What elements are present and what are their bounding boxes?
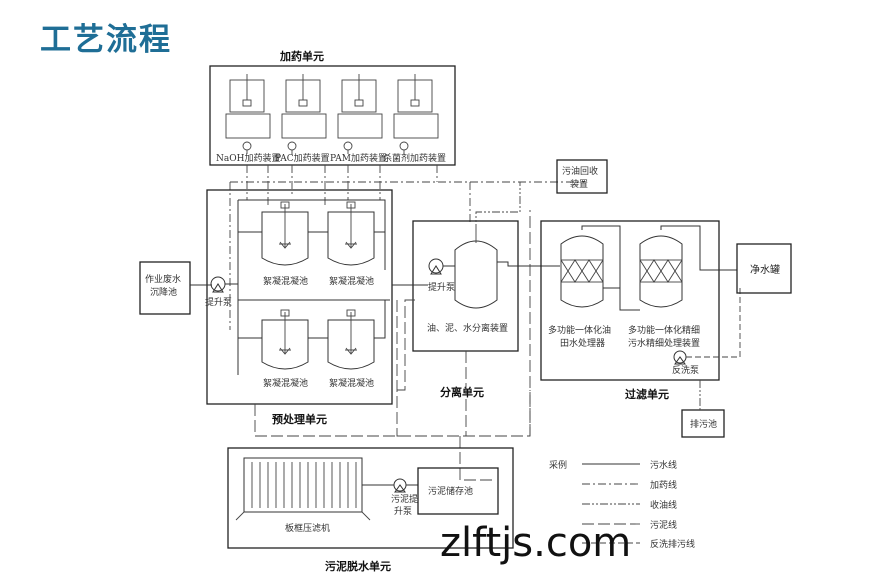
tank-4 bbox=[327, 309, 375, 370]
filter-to-clean-line bbox=[660, 225, 737, 271]
filtration-unit-title: 过滤单元 bbox=[625, 387, 669, 401]
legend-item-label: 污泥线 bbox=[650, 519, 677, 531]
filter-2-label: 多功能一体化精细 bbox=[628, 324, 700, 336]
clean-water-tank-label: 净水罐 bbox=[750, 263, 780, 276]
filter-1-label: 田水处理器 bbox=[560, 337, 605, 349]
separation-to-filtration-line bbox=[497, 261, 560, 267]
dosing-device-4 bbox=[393, 74, 439, 154]
filter-press-label: 板框压滤机 bbox=[285, 522, 330, 534]
lift-pump-2-label: 提升泵 bbox=[428, 282, 455, 293]
filter-2-label: 污水精细处理装置 bbox=[628, 337, 700, 349]
legend-title: 采例 bbox=[549, 459, 567, 471]
filter-press bbox=[235, 457, 371, 521]
legend: 采例 污水线 加药线 收油线 污泥线 反洗排污线 bbox=[549, 459, 695, 550]
source-label: 作业废水 bbox=[145, 273, 181, 285]
backwash-line bbox=[686, 286, 741, 358]
source-sedimentation-tank bbox=[139, 261, 191, 315]
lift-pump-1 bbox=[210, 276, 226, 293]
sludge-storage-label: 污泥储存池 bbox=[428, 485, 473, 497]
dewatering-unit-title: 污泥脱水单元 bbox=[325, 559, 391, 573]
sludge-lift-pump bbox=[393, 478, 407, 493]
lift-pump-1-label: 提升泵 bbox=[205, 297, 232, 308]
filter-vessel-2 bbox=[639, 235, 683, 308]
dosing-unit-frame bbox=[209, 65, 456, 166]
dosing-device-2 bbox=[281, 74, 327, 154]
tank-label: 絮凝混凝池 bbox=[329, 377, 374, 389]
oil-recovery-label: 污油回收 bbox=[562, 165, 598, 177]
filter-1-label: 多功能一体化油 bbox=[548, 324, 611, 336]
sludge-pump-label: 升泵 bbox=[394, 506, 412, 517]
source-label: 沉降池 bbox=[150, 286, 177, 298]
sludge-storage-tank bbox=[417, 467, 499, 515]
backwash-pump bbox=[673, 350, 687, 365]
oil-recovery-line bbox=[475, 182, 521, 232]
dosing-device-3 bbox=[337, 74, 383, 154]
clean-water-tank bbox=[736, 243, 792, 294]
tank-label: 絮凝混凝池 bbox=[263, 275, 308, 287]
filter-vessel-1 bbox=[560, 235, 604, 308]
backwash-pump-label: 反洗泵 bbox=[672, 364, 699, 376]
oil-recovery-device bbox=[556, 159, 608, 194]
dosing-unit-title: 加药单元 bbox=[279, 49, 324, 63]
dewatering-unit-frame bbox=[227, 447, 514, 549]
pretreatment-unit-title: 预处理单元 bbox=[272, 412, 327, 426]
separator-label: 油、泥、水分离装置 bbox=[427, 322, 508, 334]
tank-2 bbox=[327, 201, 375, 266]
tank-label: 絮凝混凝池 bbox=[329, 275, 374, 287]
legend-item-label: 反洗排污线 bbox=[650, 538, 695, 550]
sludge-pump-label: 污泥提 bbox=[391, 493, 418, 505]
page-title: 工艺流程 bbox=[40, 22, 172, 58]
tank-1 bbox=[261, 201, 309, 266]
sludge-lines bbox=[254, 210, 531, 481]
oil-recovery-label: 装置 bbox=[570, 178, 588, 190]
pretreatment-piping bbox=[237, 199, 390, 375]
separation-unit-title: 分离单元 bbox=[440, 385, 484, 399]
separator-vessel bbox=[454, 232, 498, 309]
watermark: zlftjs.com bbox=[440, 520, 631, 566]
filtration-unit-frame bbox=[540, 220, 720, 381]
pretreatment-unit-frame bbox=[206, 189, 393, 405]
tank-3 bbox=[261, 309, 309, 370]
dosing-device-1 bbox=[225, 74, 271, 154]
dosing-device-label: PAM加药装置 bbox=[330, 152, 387, 164]
legend-item-label: 加药线 bbox=[650, 479, 677, 491]
dosing-device-label: PAC加药装置 bbox=[275, 152, 330, 164]
tank-label: 絮凝混凝池 bbox=[263, 377, 308, 389]
discharge-tank bbox=[681, 409, 725, 438]
dosing-lines bbox=[229, 165, 585, 330]
lift-pump-2 bbox=[428, 258, 444, 275]
legend-item-label: 收油线 bbox=[650, 499, 677, 511]
dosing-device-label: NaOH加药装置 bbox=[216, 152, 280, 164]
filter-interconnect bbox=[581, 225, 640, 311]
discharge-tank-label: 排污池 bbox=[690, 418, 717, 430]
dosing-device-label: 杀菌剂加药装置 bbox=[383, 152, 446, 164]
separation-unit-frame bbox=[412, 220, 519, 352]
legend-item-label: 污水线 bbox=[650, 459, 677, 471]
